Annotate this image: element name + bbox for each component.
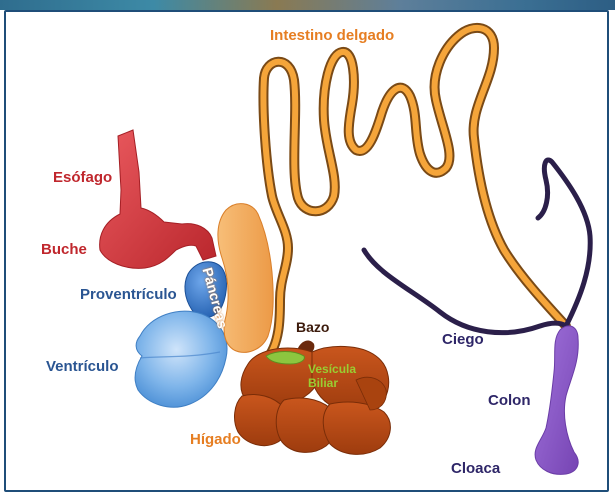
label-bazo: Bazo [296,320,329,334]
intestino-delgado-fill [263,28,566,360]
intestino-delgado-tube [263,28,566,360]
label-ciego: Ciego [442,332,484,347]
label-intestino-delgado: Intestino delgado [270,28,394,43]
label-ventriculo: Ventrículo [46,359,119,374]
colon-shape [535,326,578,475]
ventriculus-shape [135,311,227,407]
label-proventriculo: Proventrículo [80,287,177,302]
label-cloaca: Cloaca [451,461,500,476]
label-esofago: Esófago [53,170,112,185]
label-buche: Buche [41,242,87,257]
label-higado: Hígado [190,432,241,447]
esophagus-shape [100,130,216,268]
label-vesicula: Vesícula Biliar [308,362,364,390]
label-colon: Colon [488,393,531,408]
